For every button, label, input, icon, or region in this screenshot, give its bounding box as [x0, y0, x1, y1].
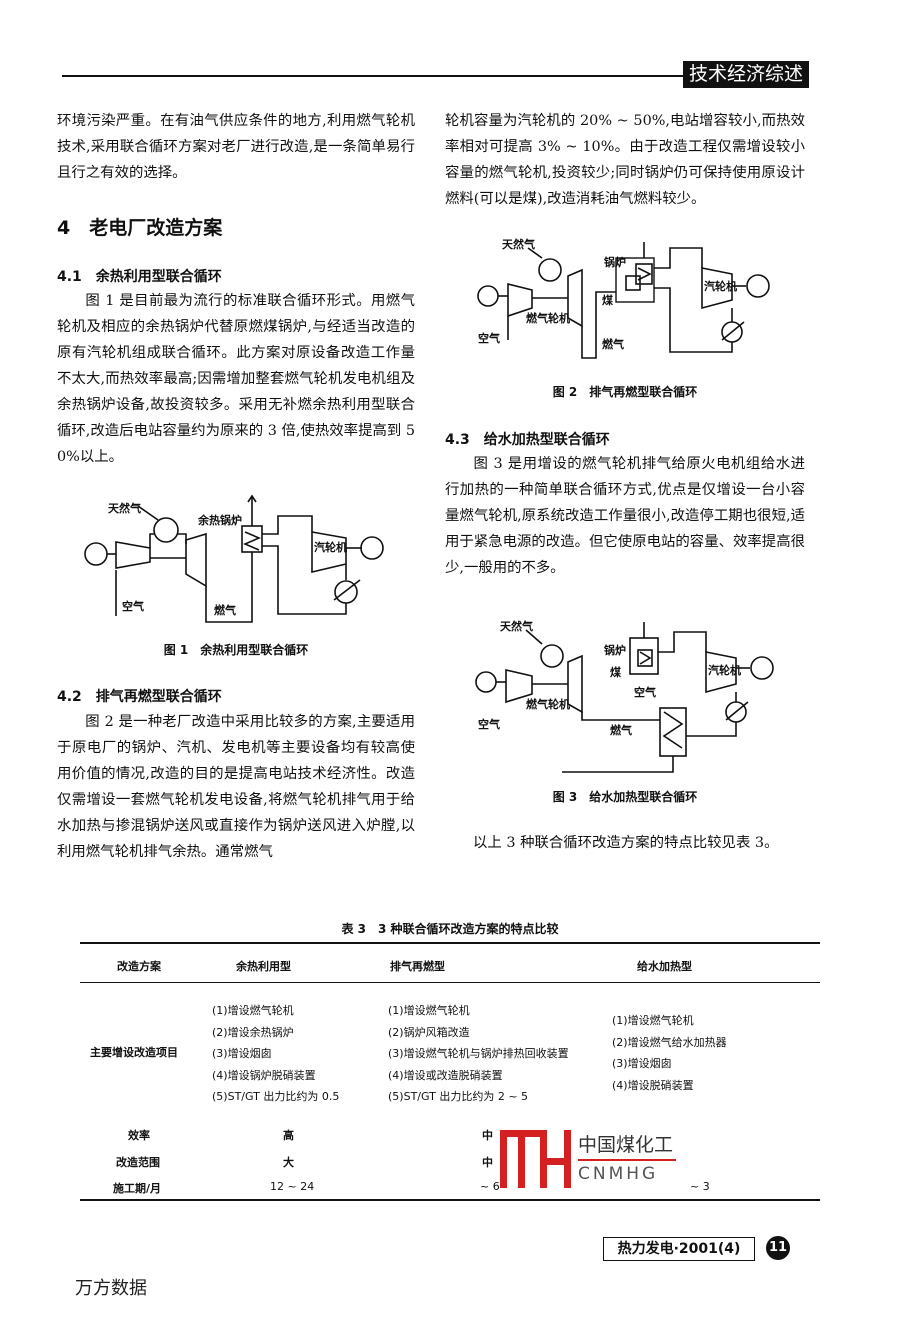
figure-3-caption: 图 3 给水加热型联合循环 — [552, 790, 698, 804]
watermark-en: CNMHG — [578, 1164, 659, 1184]
fig1-label-steam-turbine: 汽轮机 — [314, 541, 347, 554]
journal-citation: 热力发电·2001(4) — [617, 1241, 741, 1257]
table-row-label-scope: 改造范围 — [116, 1156, 160, 1169]
subsection-heading-4-3: 4.3 给水加热型联合循环 — [445, 432, 610, 448]
watermark-mh-mark — [500, 1130, 571, 1188]
figure-1-caption: 图 1 余热利用型联合循环 — [163, 643, 309, 657]
fig2-label-coal: 煤 — [602, 294, 613, 307]
subsection-heading-4-1: 4.1 余热利用型联合循环 — [57, 269, 222, 285]
fig3-label-flue-gas: 燃气 — [610, 724, 632, 737]
table-cell: (5)ST/GT 出力比约为 0.5 — [212, 1090, 340, 1103]
figure-1: 天然气 余热锅炉 汽轮机 空气 燃气 — [80, 488, 400, 628]
fig3-label-boiler: 锅炉 — [604, 644, 626, 657]
table-col2-items: (1)增设燃气轮机 (2)锅炉风箱改造 (3)增设燃气轮机与锅炉排热回收装置 (… — [388, 1000, 569, 1108]
table-cell: (5)ST/GT 出力比约为 2 ~ 5 — [388, 1090, 529, 1103]
fig2-label-natural-gas: 天然气 — [502, 238, 535, 251]
paragraph-4-2: 图 2 是一种老厂改造中采用比较多的方案,主要适用于原电厂的锅炉、汽机、发电机等… — [57, 709, 415, 865]
closing-text: 以上 3 种联合循环改造方案的特点比较见表 3。 — [473, 835, 779, 851]
table-cell: (1)增设燃气轮机 — [612, 1014, 694, 1027]
journal-citation-box: 热力发电·2001(4) — [603, 1237, 755, 1261]
paragraph-4-2-text: 图 2 是一种老厂改造中采用比较多的方案,主要适用于原电厂的锅炉、汽机、发电机等… — [57, 714, 415, 860]
fig1-label-hrsg: 余热锅炉 — [198, 514, 242, 527]
header-rule — [62, 75, 684, 77]
fig3-label-air: 空气 — [478, 718, 500, 731]
table-cell: 12 ~ 24 — [270, 1180, 315, 1193]
table-header-col1: 余热利用型 — [236, 960, 291, 973]
fig3-label-air-small: 空气 — [634, 686, 656, 699]
figure-3-diagram — [475, 622, 774, 773]
section-badge: 技术经济综述 — [683, 61, 809, 88]
figure-1-diagram — [84, 494, 384, 623]
table-top-rule — [80, 942, 820, 944]
fig2-label-air: 空气 — [478, 332, 500, 345]
table-cell: 中 — [482, 1129, 493, 1142]
table-cell: (1)增设燃气轮机 — [388, 1004, 470, 1017]
subsection-heading-4-2: 4.2 排气再燃型联合循环 — [57, 689, 222, 705]
table-header-scheme: 改造方案 — [117, 960, 161, 973]
table-cell: 中 — [482, 1156, 493, 1169]
table-cell: (1)增设燃气轮机 — [212, 1004, 294, 1017]
table-bottom-rule — [80, 1199, 820, 1201]
fig2-label-boiler: 锅炉 — [604, 256, 626, 269]
table-cell: 高 — [283, 1129, 294, 1142]
table-col3-items: (1)增设燃气轮机 (2)增设燃气给水加热器 (3)增设烟囱 (4)增设脱硝装置 — [612, 1010, 727, 1096]
fig2-label-gas-turbine: 燃气轮机 — [526, 312, 570, 325]
table-header-rule — [80, 982, 820, 983]
table-cell: (2)增设燃气给水加热器 — [612, 1035, 727, 1049]
fig3-label-natural-gas: 天然气 — [500, 620, 533, 633]
table-header-col3: 给水加热型 — [637, 960, 692, 973]
table-col1-items: (1)增设燃气轮机 (2)增设余热锅炉 (3)增设烟囱 (4)增设锅炉脱硝装置 … — [212, 1000, 339, 1108]
fig2-label-flue-gas: 燃气 — [602, 338, 624, 351]
watermark-cn: 中国煤化工 — [578, 1134, 674, 1156]
table-row-label-efficiency: 效率 — [128, 1129, 150, 1142]
fig3-label-gas-turbine: 燃气轮机 — [526, 698, 570, 711]
source-watermark: 万方数据 — [75, 1278, 147, 1299]
table-title: 表 3 3 种联合循环改造方案的特点比较 — [341, 922, 559, 936]
page-number: 11 — [766, 1236, 790, 1260]
paragraph-4-3-text: 图 3 是用增设的燃气轮机排气给原火电机组给水进行加热的一种简单联合循环方式,优… — [445, 456, 805, 576]
table-cell: (2)增设余热锅炉 — [212, 1025, 294, 1039]
continued-paragraph: 轮机容量为汽轮机的 20% ~ 50%,电站增容较小,而热效率相对可提高 3% … — [445, 113, 805, 207]
fig1-label-natural-gas: 天然气 — [108, 502, 141, 515]
table-cell: (3)增设烟囱 — [212, 1047, 272, 1060]
figure-3: 天然气 锅炉 煤 空气 汽轮机 燃气轮机 空气 燃气 — [470, 612, 780, 777]
fig1-label-air: 空气 — [122, 600, 144, 613]
table-cell: 大 — [283, 1156, 294, 1169]
table-cell: (4)增设锅炉脱硝装置 — [212, 1068, 316, 1082]
fig1-label-flue-gas: 燃气 — [214, 604, 236, 617]
section-heading: 4 老电厂改造方案 — [57, 217, 223, 239]
table-cell: ~ 6 — [480, 1180, 500, 1193]
table-row-label-items: 主要增设改造项目 — [90, 1046, 178, 1059]
paragraph-4-1: 图 1 是目前最为流行的标准联合循环形式。用燃气轮机及相应的余热锅炉代替原燃煤锅… — [57, 288, 415, 470]
fig3-label-coal: 煤 — [610, 666, 621, 679]
table-cell: (3)增设燃气轮机与锅炉排热回收装置 — [388, 1047, 569, 1060]
fig3-label-steam-turbine: 汽轮机 — [708, 664, 741, 677]
fig2-label-steam-turbine: 汽轮机 — [704, 280, 737, 293]
intro-paragraph: 环境污染严重。在有油气供应条件的地方,利用燃气轮机技术,采用联合循环方案对老厂进… — [57, 113, 415, 181]
figure-2-caption: 图 2 排气再燃型联合循环 — [552, 385, 698, 399]
table-cell: (2)锅炉风箱改造 — [388, 1025, 470, 1039]
closing-paragraph: 以上 3 种联合循环改造方案的特点比较见表 3。 — [445, 830, 805, 856]
table-cell: (3)增设烟囱 — [612, 1057, 672, 1070]
paragraph-4-1-text: 图 1 是目前最为流行的标准联合循环形式。用燃气轮机及相应的余热锅炉代替原燃煤锅… — [57, 293, 415, 465]
table-cell: (4)增设脱硝装置 — [612, 1078, 694, 1092]
table-row-label-period: 施工期/月 — [113, 1182, 162, 1195]
table-cell: (4)增设或改造脱硝装置 — [388, 1068, 503, 1082]
watermark-logo: 中国煤化工 CNMHG — [500, 1128, 680, 1190]
figure-2: 天然气 锅炉 煤 汽轮机 燃气轮机 空气 燃气 — [470, 228, 780, 368]
watermark-divider — [578, 1159, 676, 1161]
table-header-col2: 排气再燃型 — [390, 960, 445, 973]
paragraph-4-3: 图 3 是用增设的燃气轮机排气给原火电机组给水进行加热的一种简单联合循环方式,优… — [445, 451, 805, 581]
figure-2-diagram — [477, 242, 770, 359]
table-cell: ~ 3 — [690, 1180, 710, 1193]
